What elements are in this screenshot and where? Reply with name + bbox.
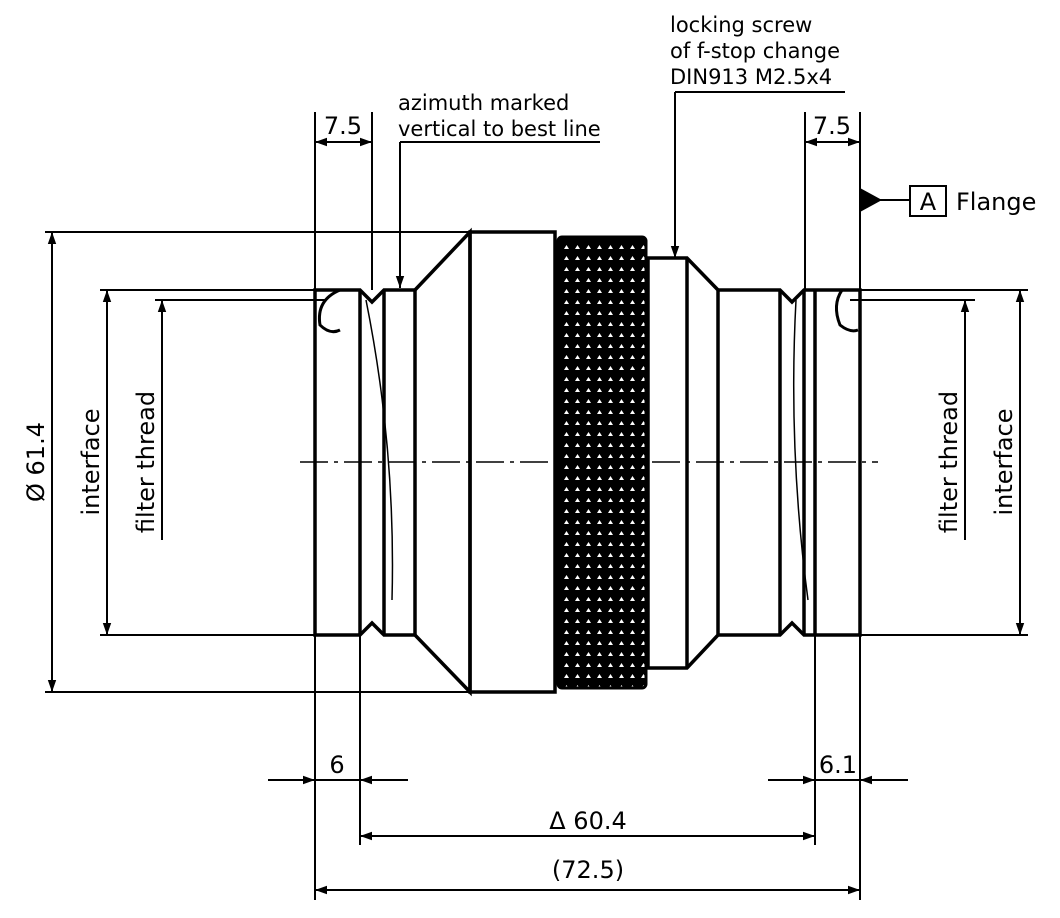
dim-bottom-left: 6 [329,751,344,779]
azimuth-note-line2: vertical to best line [398,117,601,141]
datum-box [909,185,947,217]
extension-lines [45,112,1028,900]
locking-screw-note-line1: locking screw [670,13,812,37]
dim-interface-right: interface [990,408,1018,515]
dim-diameter: Ø 61.4 [22,422,50,502]
datum-label: Flange [956,188,1036,216]
dim-top-right: 7.5 [813,112,851,140]
datum-triangle [860,188,882,212]
thread-detail-right [835,289,859,333]
dim-interface-left: interface [77,408,105,515]
lens-curvature-right [792,299,809,601]
dim-delta: Δ 60.4 [549,807,626,835]
dimension-lines [47,91,1025,895]
azimuth-note-line1: azimuth marked [398,91,569,115]
locking-screw-note-line2: of f-stop change [670,39,840,63]
dim-overall: (72.5) [552,856,624,884]
lens-body [313,227,862,697]
dim-top-left: 7.5 [324,112,362,140]
lens-curvature-left [365,299,394,601]
dim-filter-thread-left: filter thread [132,391,160,533]
datum-letter: A [920,188,937,216]
thread-detail-left [317,288,341,334]
focus-knurl-ring [556,235,648,690]
locking-screw-note-line3: DIN913 M2.5x4 [670,65,832,89]
dim-filter-thread-right: filter thread [935,391,963,533]
dim-bottom-right: 6.1 [819,751,857,779]
